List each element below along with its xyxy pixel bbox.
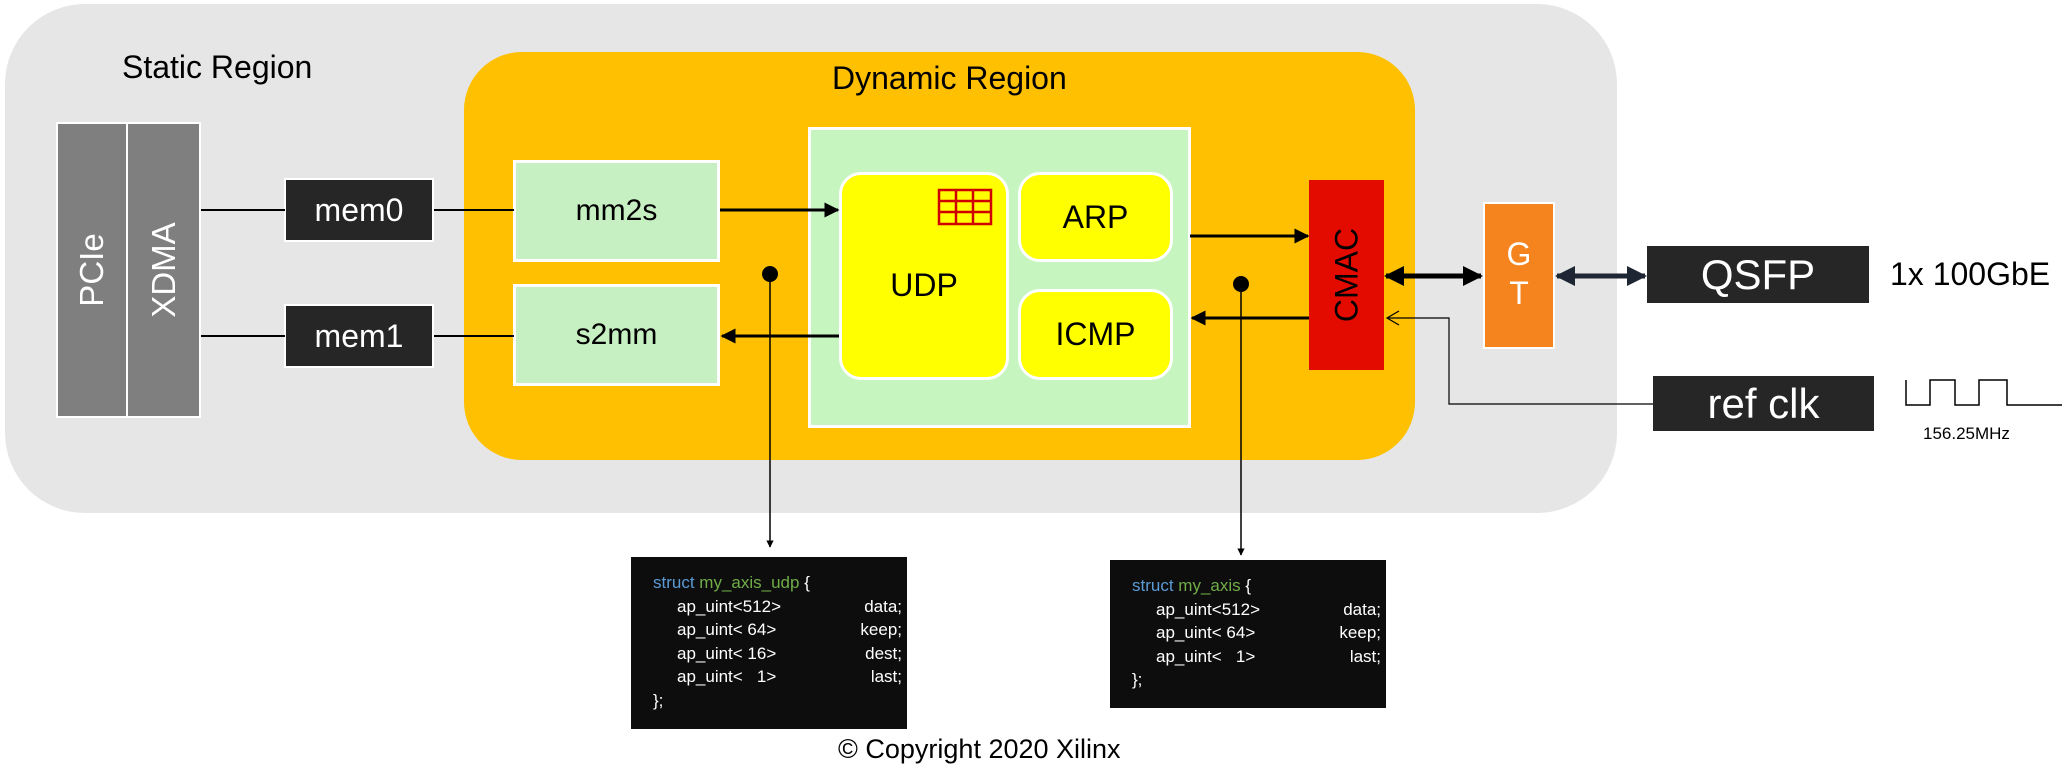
icmp-label: ICMP	[1055, 316, 1136, 352]
mem1-block: mem1	[284, 304, 434, 368]
clock-frequency-label: 156.25MHz	[1923, 424, 2010, 443]
code-udp-field-name: last;	[870, 667, 902, 686]
mm2s-label: mm2s	[575, 194, 658, 227]
code-axis-brace-close: };	[1132, 670, 1143, 689]
s2mm-label: s2mm	[575, 318, 658, 351]
code-udp-field-type: ap_uint< 16>	[677, 643, 777, 663]
code-udp-field-name: dest;	[865, 643, 902, 663]
mem0-block: mem0	[284, 178, 434, 242]
code-axis-keyword: struct	[1132, 576, 1174, 595]
code-axis-struct-name: my_axis	[1178, 576, 1241, 595]
code-axis-field-name: last;	[1349, 646, 1381, 666]
code-udp-struct-name: my_axis_udp	[699, 573, 800, 592]
link-speed-label: 1x 100GbE	[1890, 256, 2051, 292]
cmac-block: CMAC	[1309, 180, 1384, 370]
code-udp-field-name: keep;	[860, 620, 902, 639]
dynamic-region-title: Dynamic Region	[832, 60, 1067, 96]
code-udp-field-line: ap_uint< 64> keep;	[653, 618, 907, 642]
code-udp-field-line: ap_uint< 1> last;	[653, 665, 907, 689]
udp-struct-code-box: struct my_axis_udp { ap_uint<512> data; a…	[631, 557, 907, 729]
code-udp-brace-open: {	[799, 573, 810, 592]
code-udp-field-type: ap_uint<512>	[677, 596, 781, 616]
mem0-label: mem0	[314, 191, 404, 228]
mem1-label: mem1	[314, 317, 404, 354]
code-axis-field-line: ap_uint< 64> keep;	[1132, 621, 1386, 645]
code-udp-field-line: ap_uint<512> data;	[653, 595, 907, 619]
code-axis-brace-open: {	[1240, 576, 1252, 595]
refclk-arrowhead	[1385, 310, 1400, 326]
gt-label-bottom: T	[1509, 275, 1529, 311]
code-udp-brace-close: };	[653, 690, 664, 710]
arp-block: ARP	[1018, 172, 1173, 262]
icmp-block: ICMP	[1018, 289, 1173, 380]
mm2s-block: mm2s	[513, 160, 720, 262]
xdma-block: XDMA	[126, 122, 201, 418]
s2mm-block: s2mm	[513, 284, 720, 386]
clock-waveform-icon	[1905, 379, 2062, 406]
code-udp-keyword: struct	[653, 573, 695, 592]
ref-clk-block: ref clk	[1653, 376, 1874, 431]
copyright-footer: © Copyright 2020 Xilinx	[838, 734, 1121, 764]
udp-block: UDP	[839, 172, 1009, 380]
code-axis-field-type: ap_uint< 64>	[1156, 623, 1256, 642]
code-axis-field-type: ap_uint<512>	[1156, 599, 1260, 619]
ref-clk-label: ref clk	[1707, 379, 1820, 427]
code-udp-closing-line: };	[653, 689, 907, 713]
code-axis-field-name: keep;	[1339, 623, 1381, 642]
code-axis-field-line: ap_uint< 1> last;	[1132, 645, 1386, 669]
gt-block: G T	[1483, 202, 1555, 349]
code-axis-field-name: data;	[1343, 599, 1381, 619]
pcie-block: PCIe	[56, 122, 128, 418]
axis-struct-code-box: struct my_axis { ap_uint<512> data; ap_ui…	[1110, 560, 1386, 708]
code-axis-field-type: ap_uint< 1>	[1156, 646, 1256, 666]
qsfp-block: QSFP	[1647, 246, 1869, 303]
refclk-to-cmac-connector	[1388, 317, 1653, 405]
udp-label: UDP	[890, 266, 958, 303]
code-axis-field-line: ap_uint<512> data;	[1132, 598, 1386, 622]
code-udp-field-type: ap_uint< 64>	[677, 620, 777, 639]
code-axis-header-line: struct my_axis {	[1132, 574, 1386, 598]
code-udp-field-line: ap_uint< 16> dest;	[653, 642, 907, 666]
code-udp-field-name: data;	[864, 596, 902, 616]
code-axis-closing-line: };	[1132, 668, 1386, 692]
gt-label-top: G	[1506, 236, 1532, 272]
static-region-title: Static Region	[122, 49, 313, 85]
qsfp-label: QSFP	[1700, 250, 1816, 298]
table-icon	[937, 188, 993, 226]
arp-label: ARP	[1062, 198, 1129, 235]
code-udp-field-type: ap_uint< 1>	[677, 667, 777, 686]
code-udp-header-line: struct my_axis_udp {	[653, 571, 907, 595]
